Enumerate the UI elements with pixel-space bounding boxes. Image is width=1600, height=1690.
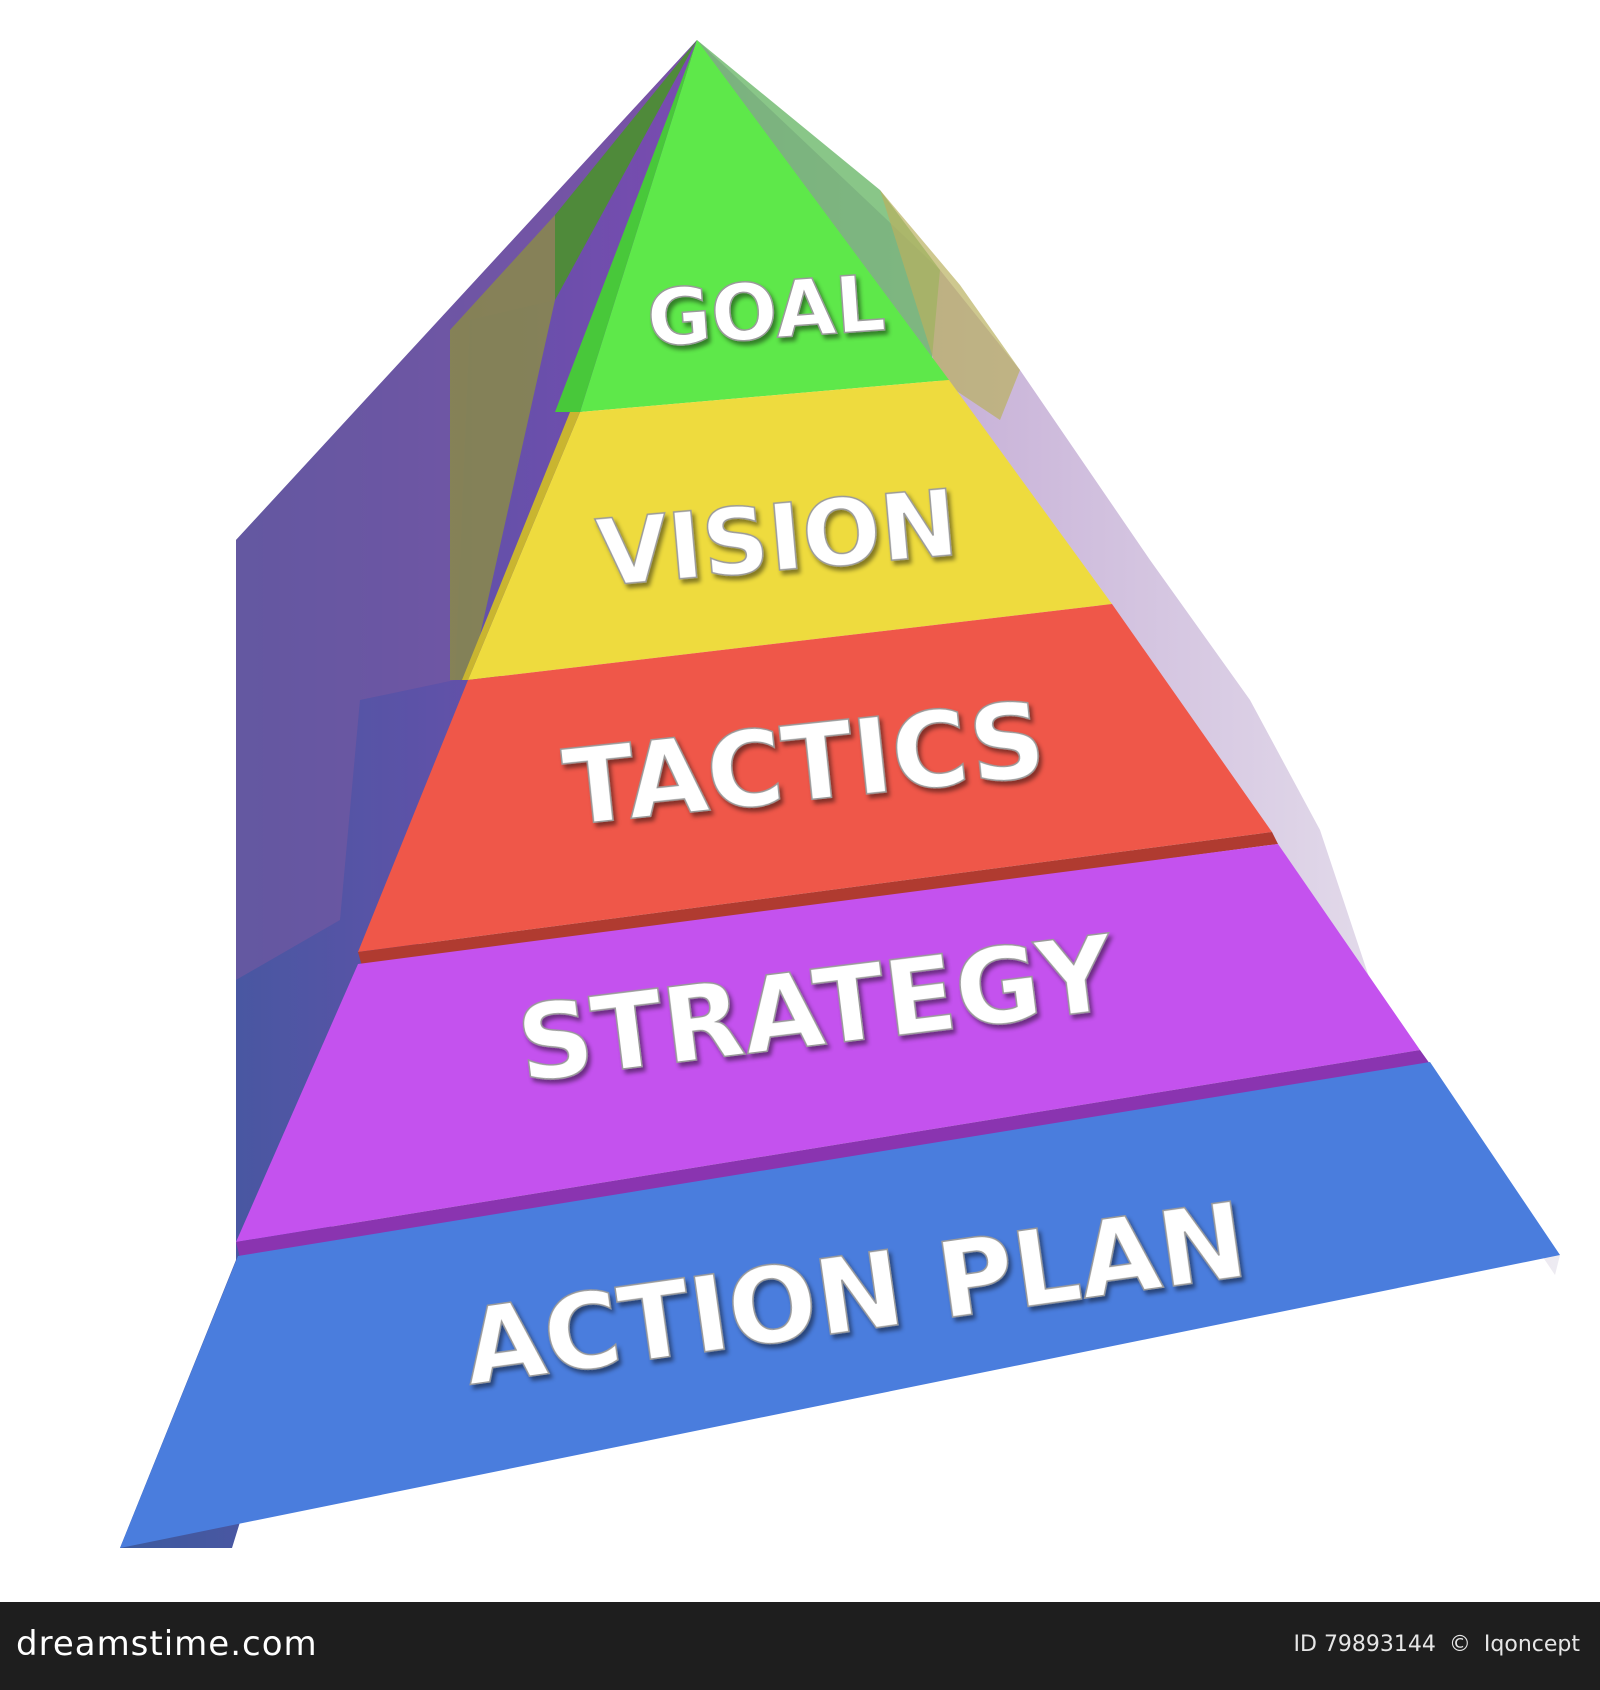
- footer-bar: dreamstime.com ID 79893144 © Iqoncept: [0, 1602, 1600, 1690]
- pyramid-level-vision: [462, 380, 1112, 680]
- pyramid-level-strategy: [236, 844, 1430, 1258]
- pyramid-level-goal: [555, 40, 949, 412]
- pyramid-diagram: GOAL VISION TACTICS STRATEGY ACTION PLAN: [120, 40, 1560, 1548]
- left-face: [120, 40, 697, 1548]
- image-id: ID 79893144: [1293, 1632, 1436, 1657]
- brand-logo[interactable]: dreamstime.com: [16, 1624, 318, 1664]
- image-credit: ID 79893144 © Iqoncept: [1294, 1632, 1580, 1657]
- pyramid-level-tactics: [358, 604, 1278, 966]
- author-name: Iqoncept: [1483, 1632, 1580, 1657]
- copyright-symbol: ©: [1448, 1632, 1471, 1657]
- pyramid-level-action-plan: [120, 1062, 1560, 1548]
- level-goal-face: [580, 40, 949, 412]
- level-label-goal: GOAL: [644, 259, 888, 365]
